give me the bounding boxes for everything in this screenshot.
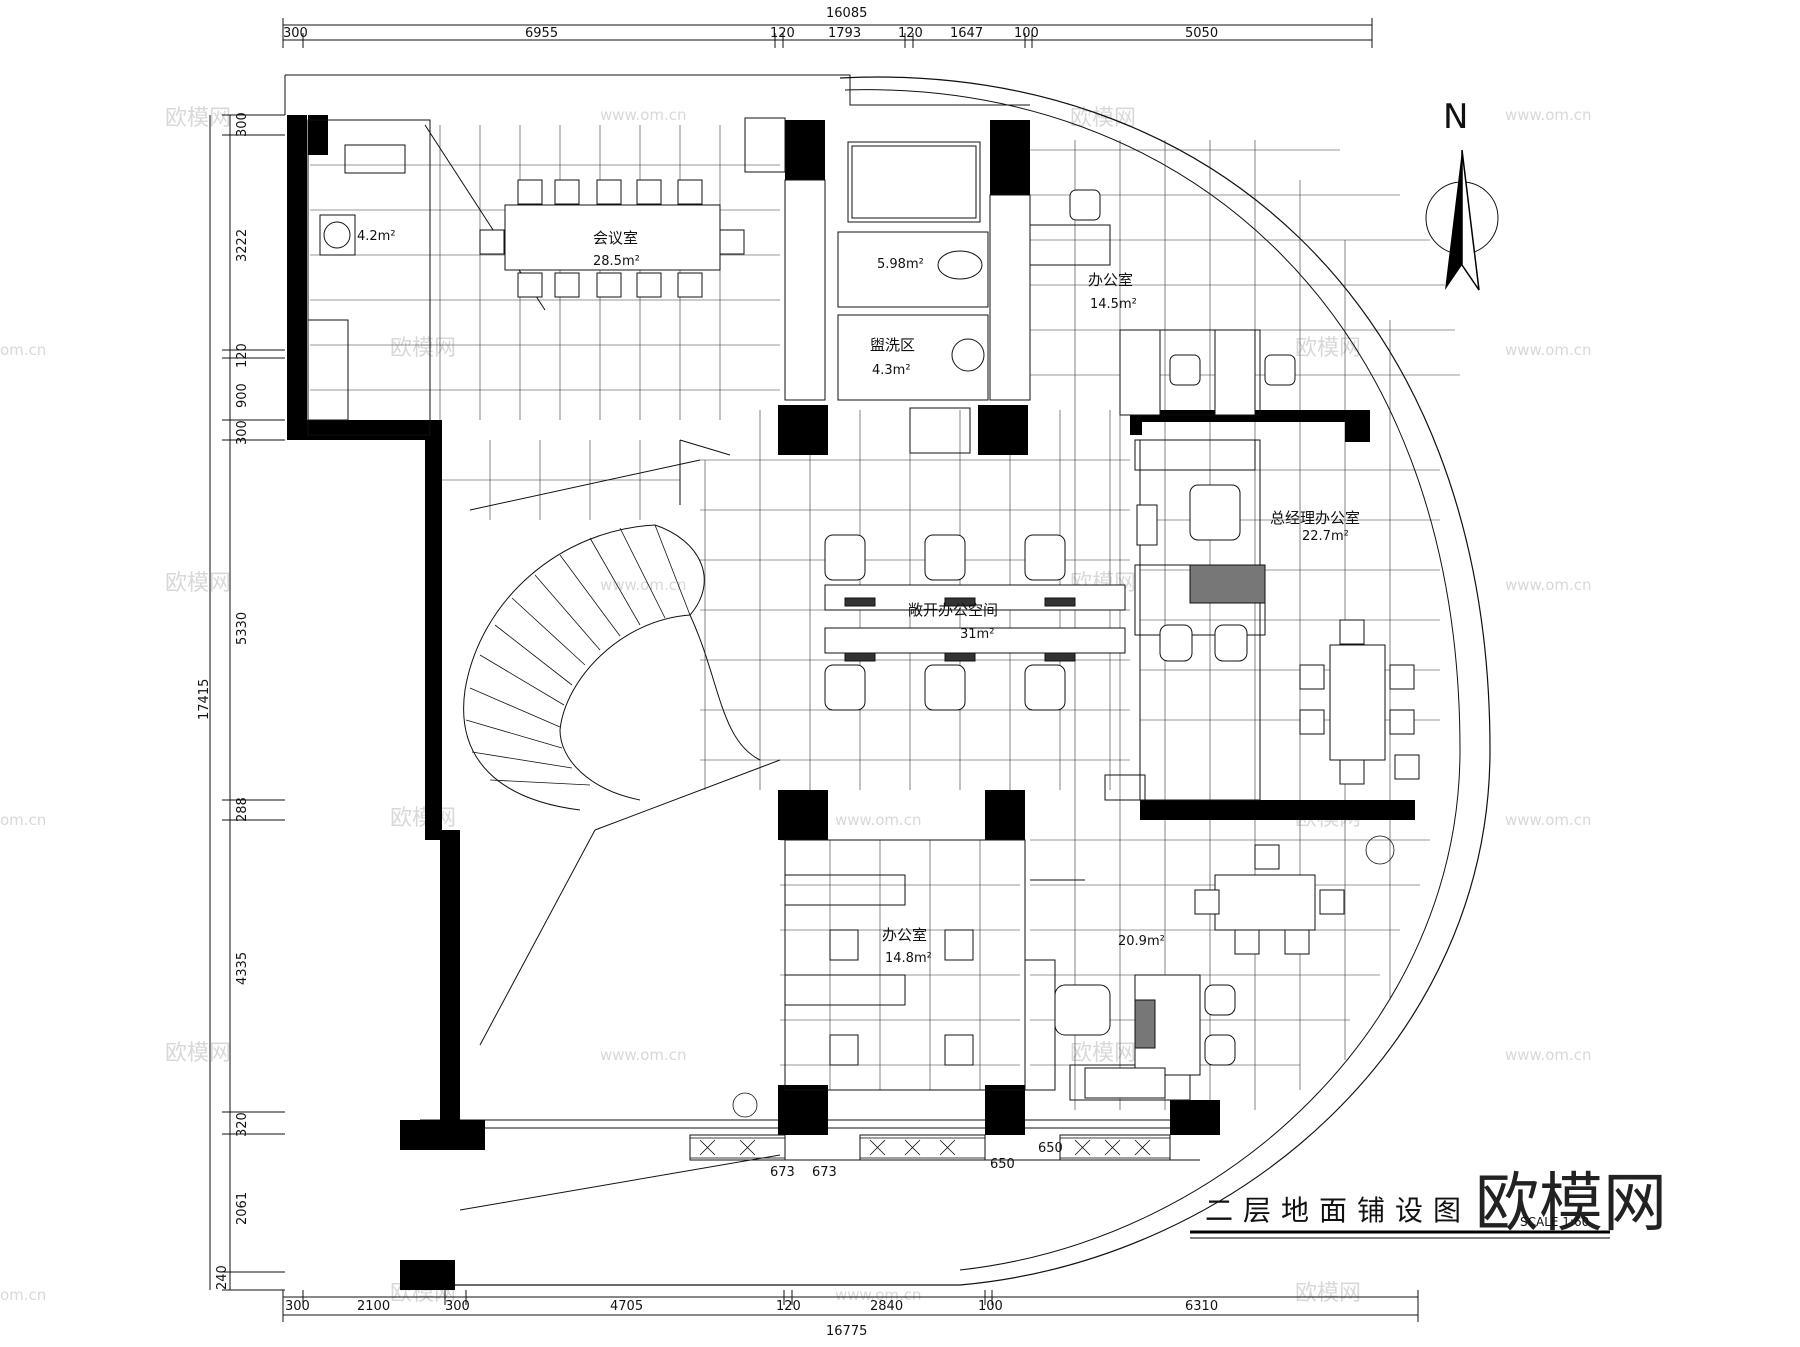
dim-label: 2840 (870, 1299, 903, 1314)
dim-bottom-total: 16775 (826, 1324, 867, 1339)
drawing-title: 二层地面铺设图 (1205, 1194, 1471, 1227)
dimension-bottom: 300 2100 300 4705 120 2840 100 6310 1677… (282, 1290, 1419, 1339)
room-area-open-office: 31m² (960, 627, 994, 642)
watermark-url: www.om.cn (1505, 341, 1592, 359)
watermark-url: om.cn (0, 811, 46, 829)
dimension-top: 16085 300 6955 120 1793 120 1647 100 505… (282, 6, 1373, 48)
room-name-office-north: 办公室 (1088, 271, 1133, 289)
dim-label: 288 (235, 797, 250, 822)
dim-label: 3222 (235, 229, 250, 262)
watermark: 欧模网 (1070, 106, 1136, 131)
room-area-washroom: 4.3m² (872, 363, 911, 378)
dim-label: 320 (235, 1112, 250, 1137)
spiral-staircase (463, 524, 761, 811)
north-label: N (1443, 97, 1468, 137)
workstation-cluster (824, 534, 1126, 711)
dim-label: 120 (770, 26, 795, 41)
room-area-bathroom: 5.98m² (877, 257, 924, 272)
dim-label: 900 (235, 383, 250, 408)
room-area-office-south: 14.8m² (885, 951, 932, 966)
watermark-url: www.om.cn (1505, 106, 1592, 124)
north-arrow-icon: N (1425, 97, 1499, 291)
dim-label: 5050 (1185, 26, 1218, 41)
room-area-office-north: 14.5m² (1090, 297, 1137, 312)
dim-label: 5330 (235, 612, 250, 645)
dim-label: 650 (1038, 1141, 1063, 1156)
drawing-title-block: 二层地面铺设图 SCALE 1:60 (1190, 1194, 1610, 1239)
watermark-url: www.om.cn (1505, 811, 1592, 829)
watermark-url: www.om.cn (1505, 1046, 1592, 1064)
room-name-open-office: 敞开办公空间 (908, 601, 998, 619)
planter-dimensions: 673 673 650 650 (760, 1141, 1063, 1180)
watermark: 欧模网 (165, 571, 231, 596)
room-area-gm-office: 22.7m² (1302, 529, 1349, 544)
dim-left-total: 17415 (197, 679, 212, 720)
dim-label: 6310 (1185, 1299, 1218, 1314)
dim-label: 2100 (357, 1299, 390, 1314)
executive-desk-set (1136, 484, 1420, 785)
dim-label: 4705 (610, 1299, 643, 1314)
dim-label: 673 (770, 1165, 795, 1180)
dim-label: 100 (1014, 26, 1039, 41)
watermark: 欧模网 (390, 336, 456, 361)
watermark-logo: 欧模网 (1475, 1167, 1667, 1241)
dim-label: 673 (812, 1165, 837, 1180)
watermark: 欧模网 (1295, 336, 1361, 361)
room-name-washroom: 盥洗区 (870, 336, 915, 354)
dim-label: 300 (285, 1299, 310, 1314)
room-area-pantry: 4.2m² (357, 229, 396, 244)
office-desks-south (829, 844, 1345, 1099)
dim-label: 300 (235, 420, 250, 445)
dim-top-total: 16085 (826, 6, 867, 21)
walls (287, 115, 1415, 1290)
watermark-url: om.cn (0, 1286, 46, 1304)
room-area-conference: 28.5m² (593, 254, 640, 269)
office-desks-north (1069, 189, 1296, 416)
dim-label: 4335 (235, 952, 250, 985)
dim-label: 120 (235, 343, 250, 368)
bathroom-fixtures (319, 145, 985, 372)
dim-label: 300 (283, 26, 308, 41)
conference-table (479, 179, 745, 298)
drawing-scale: SCALE 1:60 (1520, 1215, 1589, 1229)
room-name-office-south: 办公室 (882, 926, 927, 944)
watermark: 欧模网 (165, 1041, 231, 1066)
room-area-lounge: 20.9m² (1118, 934, 1165, 949)
dim-label: 1647 (950, 26, 983, 41)
dim-label: 100 (978, 1299, 1003, 1314)
watermark-url: www.om.cn (1505, 576, 1592, 594)
room-name-conference: 会议室 (593, 229, 638, 247)
dim-label: 120 (898, 26, 923, 41)
dim-label: 650 (990, 1157, 1015, 1172)
watermark-url: www.om.cn (835, 811, 922, 829)
watermark: 欧模网 (1070, 1041, 1136, 1066)
watermark: 欧模网 (165, 106, 231, 131)
dim-label: 120 (776, 1299, 801, 1314)
watermarks: 欧模网 欧模网 www.om.cn www.om.cn om.cn 欧模网 欧模… (0, 106, 1667, 1306)
planters (689, 835, 1395, 1159)
dim-label: 300 (235, 112, 250, 137)
watermark-url: www.om.cn (600, 576, 687, 594)
dim-label: 1793 (828, 26, 861, 41)
watermark: 欧模网 (1295, 1281, 1361, 1306)
dimension-left: 300 3222 120 900 300 5330 288 4335 320 2… (197, 112, 285, 1291)
watermark: 欧模网 (390, 806, 456, 831)
dim-label: 240 (215, 1265, 230, 1290)
watermark-url: www.om.cn (600, 1046, 687, 1064)
dim-label: 6955 (525, 26, 558, 41)
room-name-gm-office: 总经理办公室 (1270, 509, 1360, 527)
dim-label: 2061 (235, 1192, 250, 1225)
watermark-url: om.cn (0, 341, 46, 359)
dim-label: 300 (445, 1299, 470, 1314)
watermark-url: www.om.cn (600, 106, 687, 124)
watermark-url: www.om.cn (835, 1286, 922, 1304)
room-labels: 会议室 28.5m² 4.2m² 5.98m² 盥洗区 4.3m² 办公室 14… (357, 229, 1360, 966)
